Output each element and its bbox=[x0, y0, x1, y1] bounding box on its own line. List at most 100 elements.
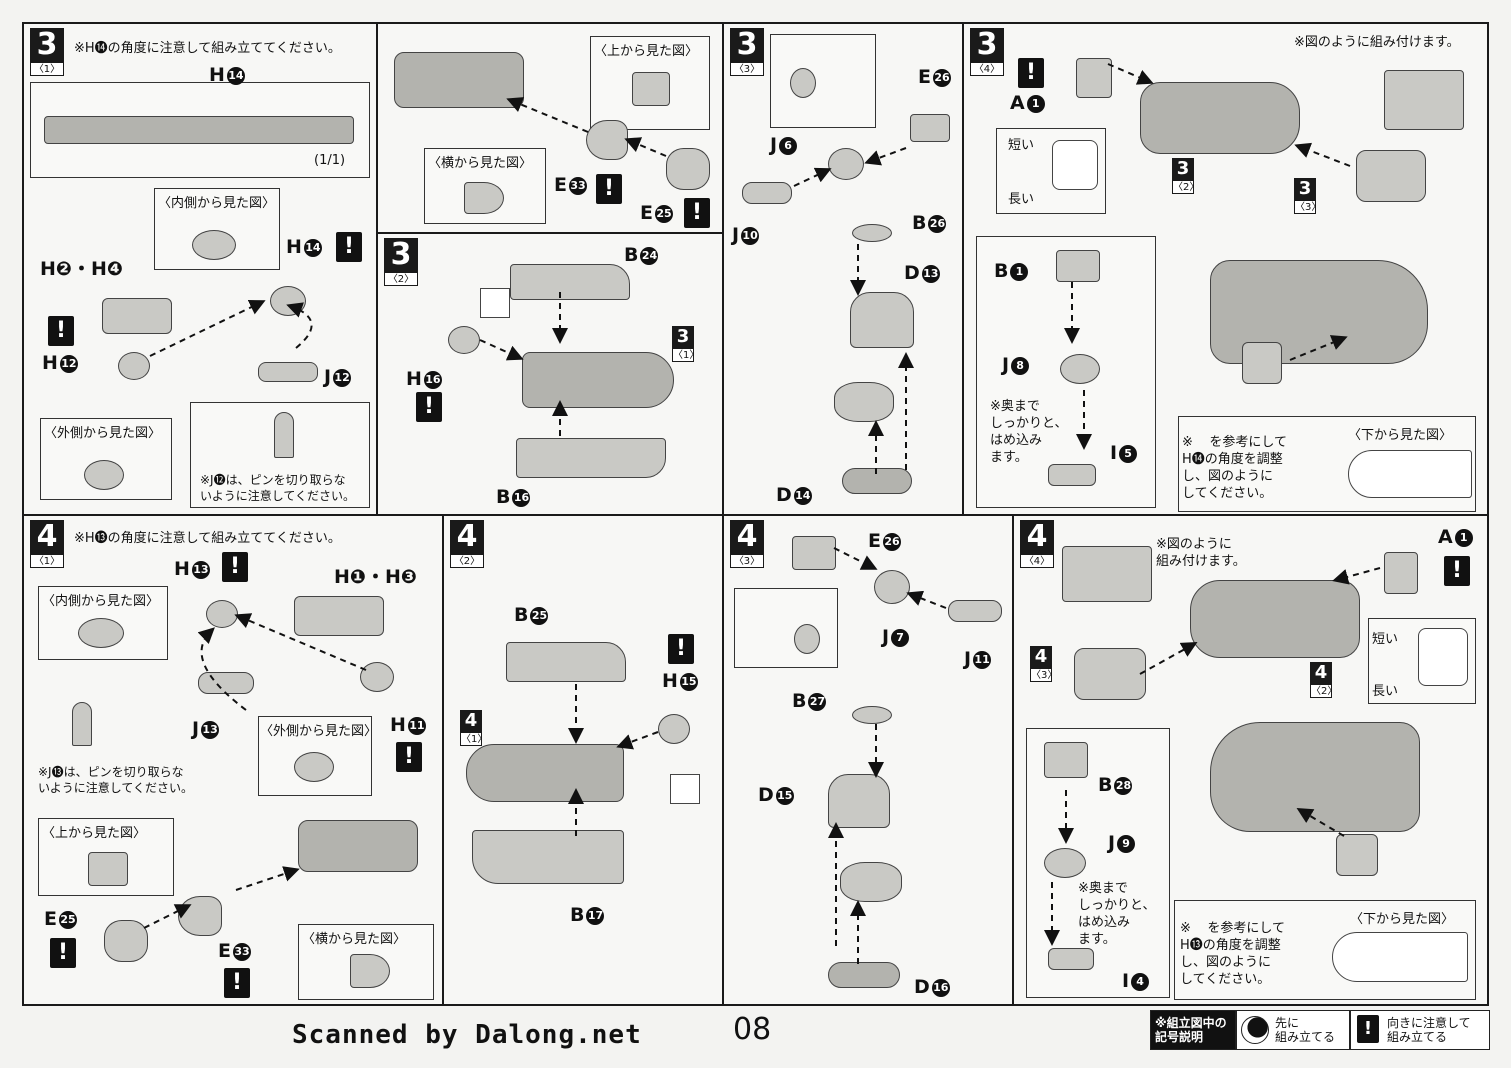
h2-h4-part bbox=[102, 298, 172, 334]
ref-step-3-sub: 〈3〉 bbox=[1030, 668, 1058, 682]
step-number: 3 bbox=[30, 28, 64, 62]
j9-part bbox=[1044, 848, 1086, 878]
side-view-title: 〈横から見た図〉 bbox=[428, 156, 533, 171]
b24-part bbox=[510, 264, 630, 300]
d16-part bbox=[828, 962, 900, 988]
step-sub: 〈1〉 bbox=[30, 554, 64, 568]
step-sub: 〈4〉 bbox=[970, 62, 1004, 76]
ref-step-sub: 〈1〉 bbox=[460, 732, 488, 746]
side-view-part bbox=[464, 182, 504, 214]
step-number: 4 bbox=[30, 520, 64, 554]
side-view-part bbox=[350, 954, 390, 988]
scan-credit: Scanned by Dalong.net bbox=[292, 1020, 642, 1050]
b27-part bbox=[852, 706, 892, 724]
j10-part bbox=[742, 182, 792, 204]
ref-step-3: 3 bbox=[1294, 178, 1316, 200]
warning-icon: ! bbox=[224, 968, 250, 998]
count-label: (1/1) bbox=[314, 153, 346, 168]
j12-part bbox=[258, 362, 318, 382]
ref-step-3: 4 bbox=[1030, 646, 1052, 668]
size-view-part bbox=[1418, 628, 1468, 686]
ref-step-3-sub: 〈3〉 bbox=[1294, 200, 1322, 214]
j11-part bbox=[948, 600, 1002, 622]
h11-part bbox=[360, 662, 394, 692]
deep-note: ※奥まで しっかりと、 はめ込み ます。 bbox=[1078, 881, 1156, 947]
step-sub: 〈3〉 bbox=[730, 554, 764, 568]
legend-first-label: 先に 組み立てる bbox=[1275, 1016, 1336, 1044]
leg-part bbox=[1356, 150, 1426, 202]
step-number: 4 bbox=[1020, 520, 1054, 554]
knee-part bbox=[1336, 834, 1378, 876]
j8-part bbox=[1060, 354, 1100, 384]
ref-step: 3 bbox=[672, 326, 694, 348]
h13-part bbox=[206, 600, 238, 628]
outer-view-title: 〈外側から見た図〉 bbox=[260, 724, 378, 739]
d13-part bbox=[850, 292, 914, 348]
b1-part bbox=[1056, 250, 1100, 282]
assembly-part bbox=[298, 820, 418, 872]
ref-note: ※ を参考にして H⓮の角度を調整 し、図のように してください。 bbox=[1182, 435, 1288, 501]
warning-icon: ! bbox=[50, 938, 76, 968]
e26-part bbox=[792, 536, 836, 570]
warning-icon: ! bbox=[336, 232, 362, 262]
size-view-part bbox=[1052, 140, 1098, 190]
ref-step-2-sub: 〈2〉 bbox=[1172, 180, 1200, 194]
warning-icon: ! bbox=[1357, 1015, 1379, 1043]
arm-part bbox=[1190, 580, 1360, 658]
top-right-part bbox=[1384, 70, 1464, 130]
b25-part bbox=[506, 642, 626, 682]
ref-step-2: 4 bbox=[1310, 662, 1332, 684]
pin-note: ※J⓭は、ピンを切り取らな いように注意してください。 bbox=[38, 765, 194, 795]
short-label: 短い bbox=[1008, 138, 1035, 153]
part-label-h2-h4: H❷・H❹ bbox=[40, 258, 123, 280]
i5-part bbox=[1048, 464, 1096, 486]
b17-part bbox=[472, 830, 624, 884]
step-sub: 〈3〉 bbox=[730, 62, 764, 76]
angle-note: ※H⓮の角度に注意して組み立ててください。 bbox=[74, 41, 341, 56]
top-view-title: 〈上から見た図〉 bbox=[594, 44, 699, 59]
mount-note: ※図のように 組み付けます。 bbox=[1156, 537, 1246, 569]
deep-note: ※奥まで しっかりと、 はめ込み ます。 bbox=[990, 399, 1068, 465]
a1-part bbox=[1076, 58, 1112, 98]
j6-part bbox=[828, 148, 864, 180]
warning-icon: ! bbox=[596, 174, 622, 204]
inner-view-part bbox=[78, 618, 124, 648]
bottom-view-title: 〈下から見た図〉 bbox=[1350, 912, 1455, 927]
detail-view-box bbox=[770, 34, 876, 128]
short-label: 短い bbox=[1372, 632, 1399, 647]
body-part bbox=[466, 744, 624, 802]
ref-note: ※ を参考にして H⓭の角度を調整 し、図のように してください。 bbox=[1180, 921, 1286, 987]
e25-part bbox=[104, 920, 148, 962]
legend-title-box: ※組立図中の 記号説明 bbox=[1150, 1010, 1236, 1050]
h12-part bbox=[118, 352, 150, 380]
first-assemble-icon bbox=[480, 288, 510, 318]
h1-h3-part bbox=[294, 596, 384, 636]
outer-view-part bbox=[84, 460, 124, 490]
b16-part bbox=[516, 438, 666, 478]
warning-icon: ! bbox=[416, 392, 442, 422]
warning-icon: ! bbox=[396, 742, 422, 772]
part-label-h1-h3: H❶・H❸ bbox=[334, 566, 417, 588]
outer-view-part bbox=[294, 752, 334, 782]
page-number: 08 bbox=[733, 1012, 772, 1047]
top-view-title: 〈上から見た図〉 bbox=[42, 826, 147, 841]
a1-part bbox=[1384, 552, 1418, 594]
